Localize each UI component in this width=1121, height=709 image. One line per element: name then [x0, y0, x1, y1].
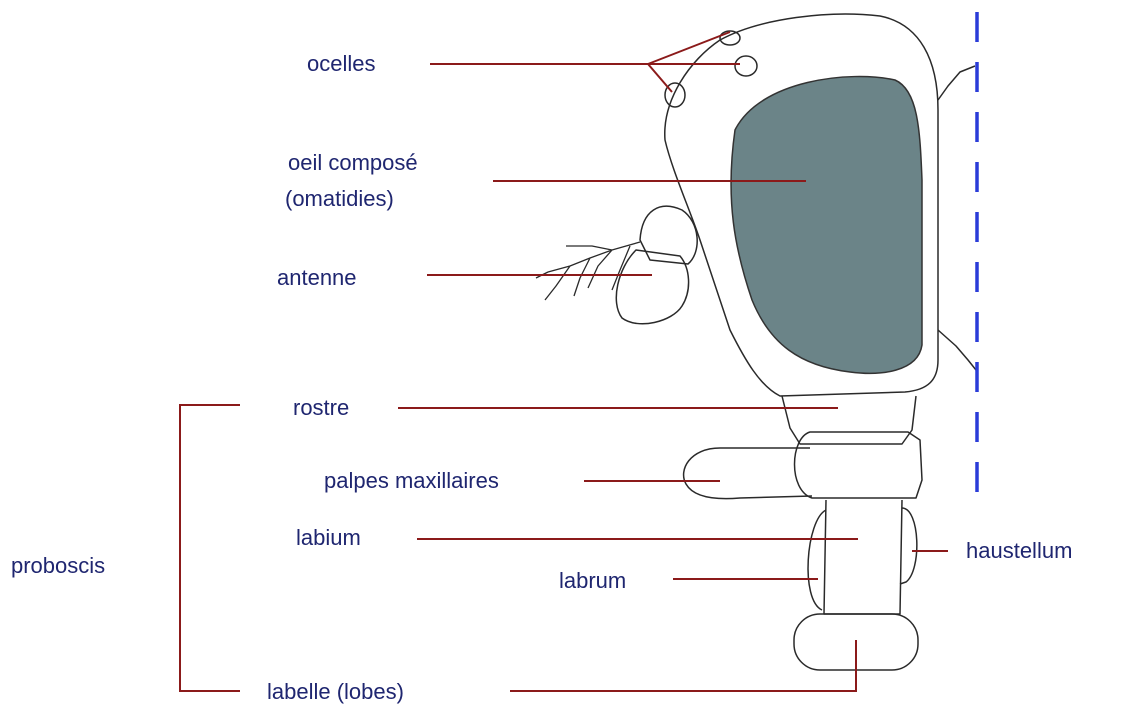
- label-omatidies: (omatidies): [285, 185, 394, 212]
- label-ocelles: ocelles: [307, 50, 375, 77]
- label-labrum: labrum: [559, 567, 626, 594]
- leader-ocelles-to-top: [648, 32, 730, 64]
- label-oeil-compose: oeil composé: [288, 149, 418, 176]
- antenna-pedicel: [640, 206, 697, 264]
- label-proboscis: proboscis: [11, 552, 105, 579]
- label-haustellum: haustellum: [966, 537, 1072, 564]
- ocellus-right: [735, 56, 757, 76]
- label-labelle: labelle (lobes): [267, 678, 404, 705]
- label-labium: labium: [296, 524, 361, 551]
- proboscis-bracket: [180, 405, 240, 691]
- haustellum-side: [900, 508, 917, 584]
- head-edge-bump-bottom: [938, 330, 976, 370]
- haustellum-body: [824, 500, 902, 614]
- antenna-arista: [536, 242, 640, 300]
- label-rostre: rostre: [293, 394, 349, 421]
- label-palpes-maxillaires: palpes maxillaires: [324, 467, 499, 494]
- labrum: [808, 510, 826, 610]
- compound-eye: [731, 77, 922, 374]
- label-antenne: antenne: [277, 264, 357, 291]
- antenna-segment: [616, 250, 688, 324]
- head-edge-bump-top: [938, 66, 975, 100]
- leader-ocelles-to-left: [648, 64, 672, 92]
- maxillary-palp: [684, 448, 812, 499]
